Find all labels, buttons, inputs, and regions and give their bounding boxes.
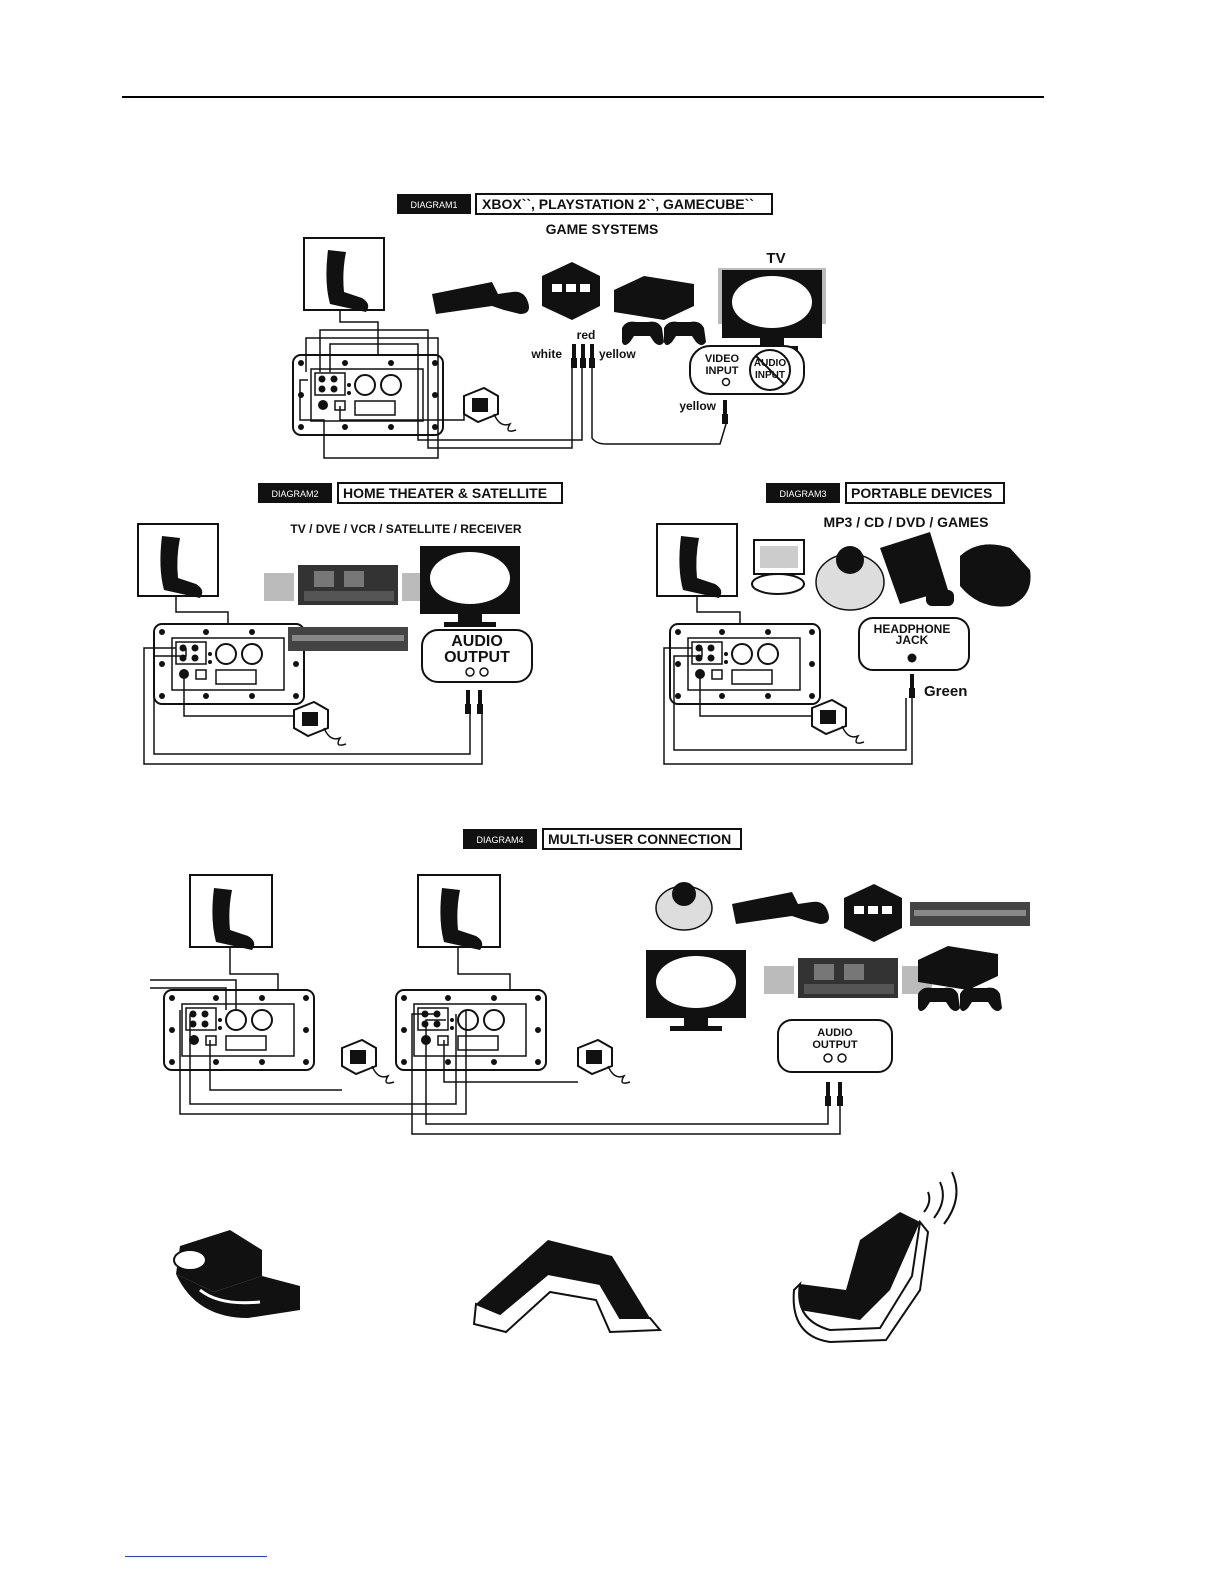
diagram4: DIAGRAM4 MULTI-USER CONNECTION AUDIO O (150, 828, 1030, 1135)
diagram4-heading: MULTI-USER CONNECTION (548, 831, 731, 847)
console-icon (614, 276, 694, 320)
diagram2-tag: DIAGRAM2 (271, 489, 318, 499)
headphone-line2: JACK (896, 633, 929, 647)
dvd-player-icon (288, 627, 408, 651)
rocker-chair-icon (173, 1230, 300, 1318)
diagram2-heading: HOME THEATER & SATELLITE (343, 485, 547, 501)
diagram2: DIAGRAM2 HOME THEATER & SATELLITE TV / D… (137, 482, 563, 765)
video-input-line1: VIDEO (705, 353, 740, 365)
mp3-player-icon (960, 544, 1031, 607)
diagram1-subheading: GAME SYSTEMS (546, 221, 659, 237)
diagram1-tag: DIAGRAM1 (410, 200, 457, 210)
diagram3-tag: DIAGRAM3 (779, 489, 826, 499)
diagram3: DIAGRAM3 PORTABLE DEVICES MP3 / CD / DVD… (656, 482, 1031, 765)
headphone-line1: HEADPHONE (874, 622, 951, 636)
header-rule (122, 96, 1044, 98)
audio-input-line1: AUDIO (754, 358, 786, 369)
d4-audio-output-line2: OUTPUT (812, 1039, 858, 1051)
audio-input-line2: INPUT (755, 370, 785, 381)
gamecube-icon (542, 262, 600, 320)
wireless-chair-icon (792, 1171, 958, 1344)
d2-audio-output-line2: OUTPUT (444, 649, 510, 666)
video-input-line2: INPUT (706, 365, 739, 377)
diagram1-heading: XBOX``, PLAYSTATION 2``, GAMECUBE`` (482, 196, 754, 212)
tv-input-box (689, 345, 805, 395)
tv-label: TV (766, 250, 785, 267)
diagram1-heading-box (475, 193, 773, 215)
diagram1-tag-box (397, 194, 471, 214)
plug-red-label: red (577, 328, 596, 342)
tv-icon (420, 546, 520, 627)
gamepad-icon (622, 321, 664, 345)
game-controller-icon (432, 282, 529, 314)
d2-audio-output-line1: AUDIO (451, 633, 503, 650)
cable-yellow-label: yellow (679, 399, 716, 413)
plug-white-label: white (530, 347, 562, 361)
chair-styles (173, 1171, 958, 1344)
receiver-icon (264, 565, 432, 605)
diagram1: DIAGRAM1 XBOX``, PLAYSTATION 2``, GAMECU… (292, 193, 826, 459)
diagram2-subheading: TV / DVE / VCR / SATELLITE / RECEIVER (290, 522, 521, 536)
tv-icon (722, 270, 822, 351)
diagram3-subheading: MP3 / CD / DVD / GAMES (824, 514, 989, 530)
plug-green-label: Green (924, 683, 967, 700)
diagram4-tag: DIAGRAM4 (476, 835, 523, 845)
gamepad-icon (664, 321, 706, 345)
handheld-icon (880, 532, 948, 604)
plug-yellow-label: yellow (599, 347, 636, 361)
footer-link-rule (125, 1556, 267, 1557)
floor-chair-icon (472, 1240, 663, 1334)
d4-audio-output-line1: AUDIO (817, 1027, 853, 1039)
diagram3-heading: PORTABLE DEVICES (851, 485, 992, 501)
